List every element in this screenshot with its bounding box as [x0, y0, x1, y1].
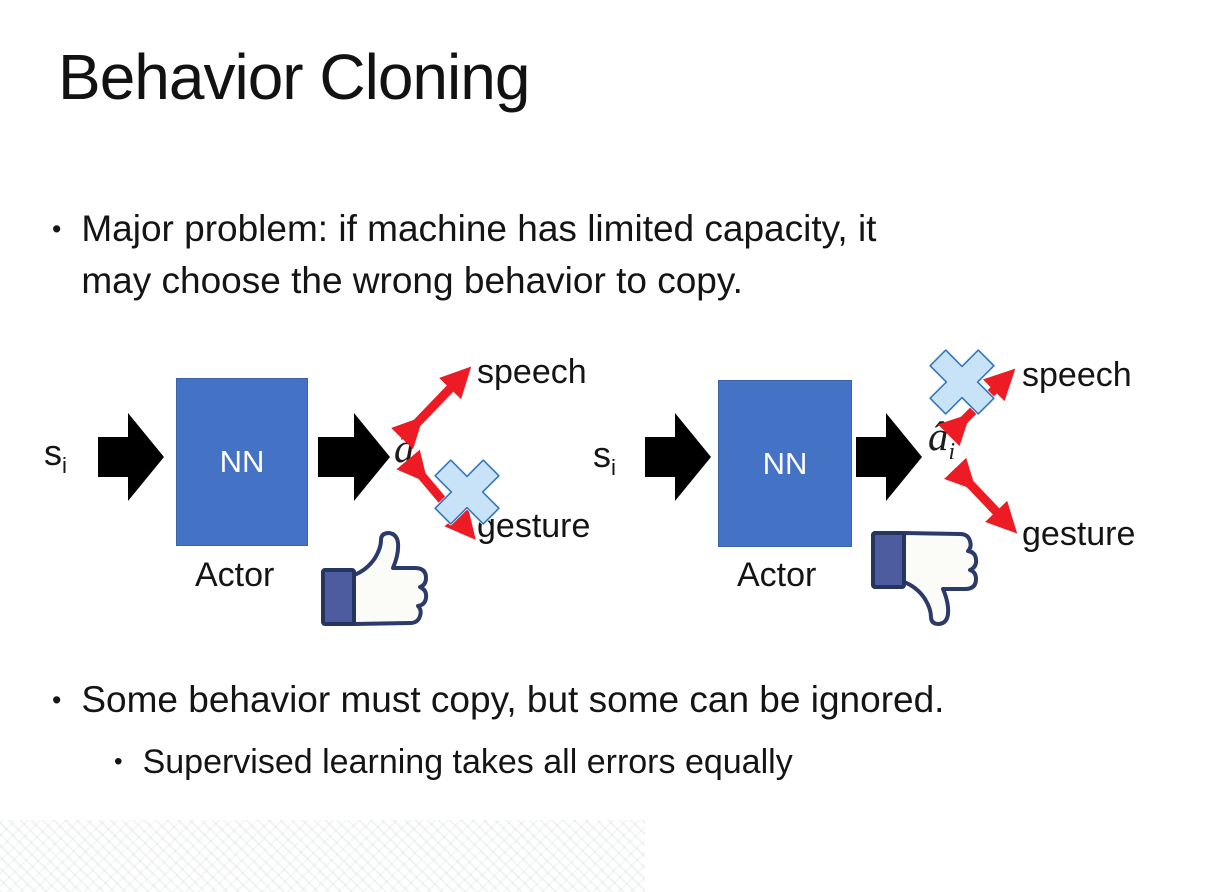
- left-output-action-label: âi: [394, 425, 422, 478]
- thumbs-up-icon: [321, 531, 429, 626]
- left-speech-label: speech: [477, 353, 587, 391]
- bullet-marker: •: [52, 214, 62, 244]
- bullet-line: may choose the wrong behavior to copy.: [81, 260, 743, 301]
- left-input-state-label: si: [44, 432, 67, 479]
- left-gesture-arrow: [396, 449, 476, 540]
- right-flow-arrow-in: [645, 413, 711, 501]
- bullet-line: Supervised learning takes all errors equ…: [142, 743, 793, 781]
- right-gesture-label: gesture: [1022, 515, 1136, 553]
- thumbs-down-icon: [871, 531, 979, 626]
- right-flow-arrow-out: [856, 413, 922, 501]
- bullet-major-problem: • Major problem: if machine has limited …: [52, 203, 876, 307]
- left-flow-arrow-out: [318, 413, 390, 501]
- right-actor-caption: Actor: [737, 556, 817, 594]
- slide-title: Behavior Cloning: [58, 41, 530, 113]
- left-gesture-label: gesture: [477, 507, 591, 545]
- right-output-action-label: âi: [928, 413, 956, 466]
- right-speech-label: speech: [1022, 356, 1132, 394]
- background-texture: [0, 820, 645, 892]
- bullet-line: Some behavior must copy, but some can be…: [81, 679, 945, 720]
- left-actor-caption: Actor: [195, 556, 275, 594]
- right-nn-label: NN: [762, 445, 808, 481]
- bullet-line: Major problem: if machine has limited ca…: [81, 208, 877, 249]
- bullet-marker: •: [114, 748, 123, 775]
- right-gesture-arrow: [944, 457, 1018, 534]
- bullet-supervised-learning: • Supervised learning takes all errors e…: [114, 738, 793, 786]
- left-nn-label: NN: [219, 444, 265, 479]
- bullet-some-behavior: • Some behavior must copy, but some can …: [52, 674, 944, 726]
- bullet-marker: •: [52, 685, 62, 715]
- right-nn-box: NN: [718, 380, 852, 547]
- left-nn-box: NN: [176, 378, 308, 546]
- right-speech-arrow: [937, 368, 1016, 447]
- left-flow-arrow-in: [98, 413, 164, 501]
- left-speech-arrow: [391, 366, 472, 450]
- right-input-state-label: si: [593, 434, 616, 481]
